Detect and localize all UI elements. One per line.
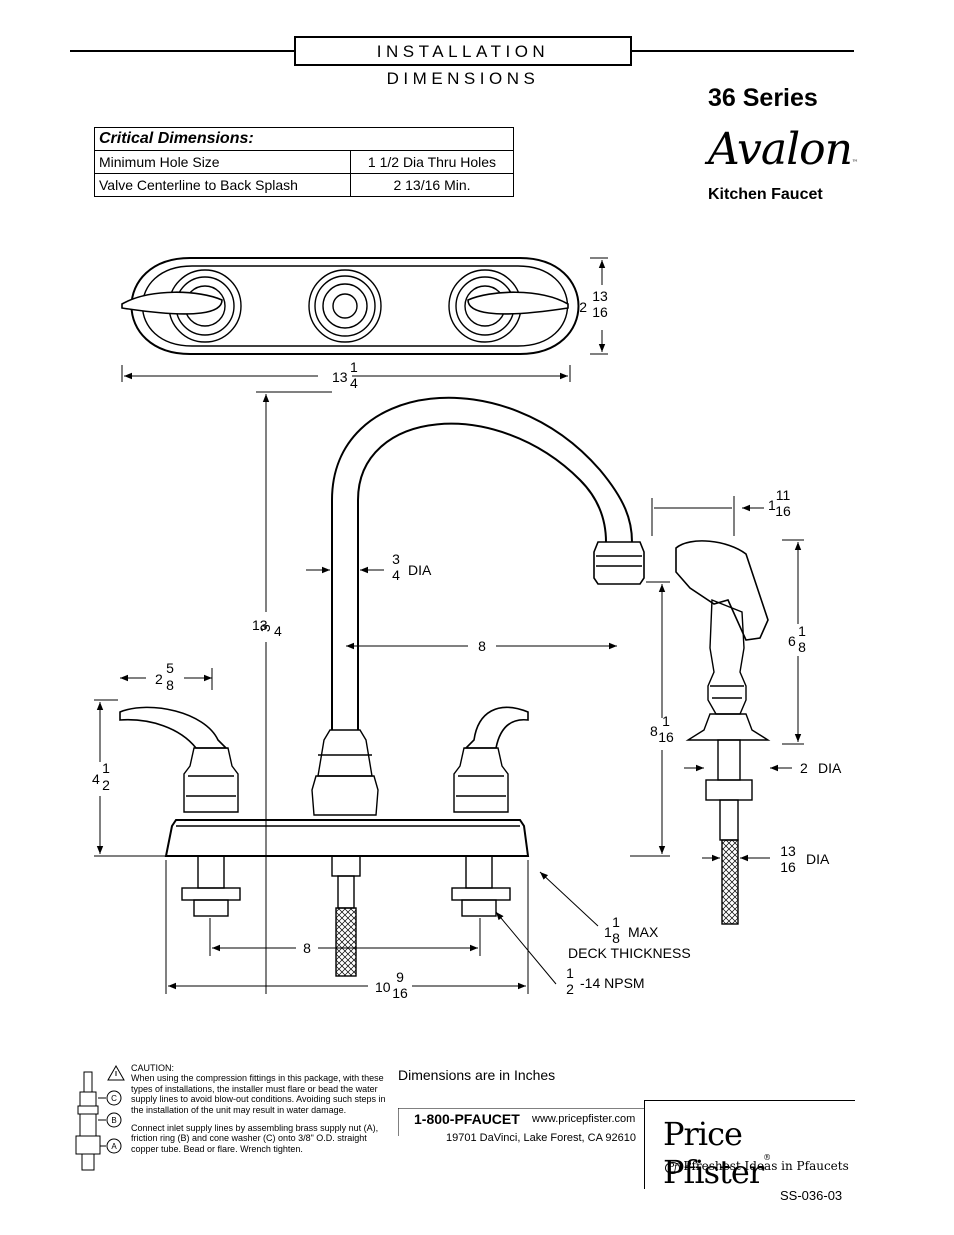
dim-hose-dia-num: 13 [780,843,796,859]
dim-hose-dia-den: 16 [780,859,796,875]
series-title: 36 Series [708,84,818,112]
dim-deck-num: 1 [612,914,620,930]
table-cell-value: 1 1/2 Dia Thru Holes [350,150,514,174]
top-view [121,257,580,355]
table-cell-label: Valve Centerline to Back Splash [94,173,351,197]
tagline-text: Pfreshest Ideas in Pfaucets [683,1159,849,1173]
product-type: Kitchen Faucet [708,186,823,203]
callout-c: C [111,1094,117,1103]
dim-plate-width-num: 1 [350,359,358,375]
dim-spout-height-den: 4 [274,623,282,639]
dim-sprayer-head-den: 16 [775,503,791,519]
dim-sprayer-length-whole: 6 [788,633,796,649]
brand-script-text: Avalon [708,124,853,175]
table-row: Valve Centerline to Back Splash 2 13/16 … [94,173,514,197]
dim-thread-suffix: -14 NPSM [580,975,645,991]
header-rule-left [70,50,296,52]
table-heading: Critical Dimensions: [94,127,514,151]
dim-deck-whole: 1 [604,924,612,940]
registered-mark: ® [763,1153,771,1162]
callout-b: B [111,1116,116,1125]
dim-plate-height-den: 16 [592,304,608,320]
phone-number: 1-800-PFAUCET [414,1111,520,1127]
dim-plate-width-whole: 13 [332,369,348,385]
warning-icon [107,1064,125,1081]
critical-dimensions-table: Critical Dimensions: Minimum Hole Size 1… [94,127,514,197]
dim-plate-height-num: 13 [592,288,608,304]
dim-handle-height-num: 1 [102,760,110,776]
units-note: Dimensions are in Inches [398,1067,556,1083]
dim-sprayer-head-whole: 1 [768,497,776,513]
dim-thread-den: 2 [566,981,574,997]
dim-handle-height-den: 2 [102,777,110,793]
dim-handle-height-whole: 4 [92,771,100,787]
dim-handle-offset-den: 8 [166,677,174,693]
dim-spout-height-num: 3 [257,624,273,632]
company-logo-text: Price Pfister [663,1115,764,1191]
caution-para-1: When using the compression fittings in t… [131,1073,386,1115]
dim-spout-clearance-num: 1 [662,713,670,729]
dim-thread-num: 1 [566,965,574,981]
side-sprayer [675,540,771,925]
dim-overall-base-den: 16 [392,985,408,1001]
dim-sprayer-dia-whole: 2 [800,760,808,776]
dim-handle-offset-whole: 2 [155,671,163,687]
dim-spout-clearance-whole: 8 [650,723,658,739]
dim-handle-offset-num: 5 [166,660,174,676]
table-header-row: Critical Dimensions: [94,127,514,151]
section-title: INSTALLATION DIMENSIONS [294,36,632,88]
dim-sprayer-head-num: 11 [776,487,791,503]
tag-mark: Pf [665,1162,681,1174]
dim-spout-dia-suffix: DIA [408,562,432,578]
header-rule-right [632,50,854,52]
brand-tm: ™ [851,159,858,166]
contact-box: 1-800-PFAUCET www.pricepfister.com 19701… [398,1108,644,1156]
dim-plate-width-den: 4 [350,375,358,391]
dim-spout-height-whole: 13 [252,617,268,633]
dim-centers: 8 [303,940,311,956]
supply-fitting-illustration [75,1064,125,1171]
company-logo: Price Pfister® [663,1115,855,1191]
caution-para-2: Connect inlet supply lines by assembling… [131,1123,379,1154]
dim-overall-base-whole: 10 [375,979,391,995]
dim-plate-height-whole: 2 [579,299,587,315]
dim-spout-dia-den: 4 [392,567,400,583]
faucet-spout [311,396,645,816]
website: www.pricepfister.com [532,1113,636,1125]
dim-hose-dia-suffix: DIA [806,851,830,867]
faucet-handles [119,706,529,813]
table-cell-value: 2 13/16 Min. [350,173,514,197]
dim-overall-base-num: 9 [396,969,404,985]
dim-deck-suffix: MAX [628,924,659,940]
dim-spout-clearance-den: 16 [658,729,674,745]
caution-title: CAUTION: [131,1063,175,1073]
dim-spout-reach: 8 [478,638,486,654]
deck-base [164,819,530,977]
dim-spout-dia-num: 3 [392,551,400,567]
address: 19701 DaVinci, Lake Forest, CA 92610 [446,1132,636,1144]
dim-deck-label: DECK THICKNESS [568,945,691,961]
dim-sprayer-dia-suffix: DIA [818,760,842,776]
table-row: Minimum Hole Size 1 1/2 Dia Thru Holes [94,150,514,174]
dim-sprayer-length-den: 8 [798,639,806,655]
document-number: SS-036-03 [780,1188,843,1203]
caution-note: CAUTION: When using the compression fitt… [131,1063,391,1154]
callout-a: A [111,1142,117,1151]
dim-deck-den: 8 [612,930,620,946]
brand-logo: Avalon™ [708,124,858,175]
dim-sprayer-length-num: 1 [798,623,806,639]
